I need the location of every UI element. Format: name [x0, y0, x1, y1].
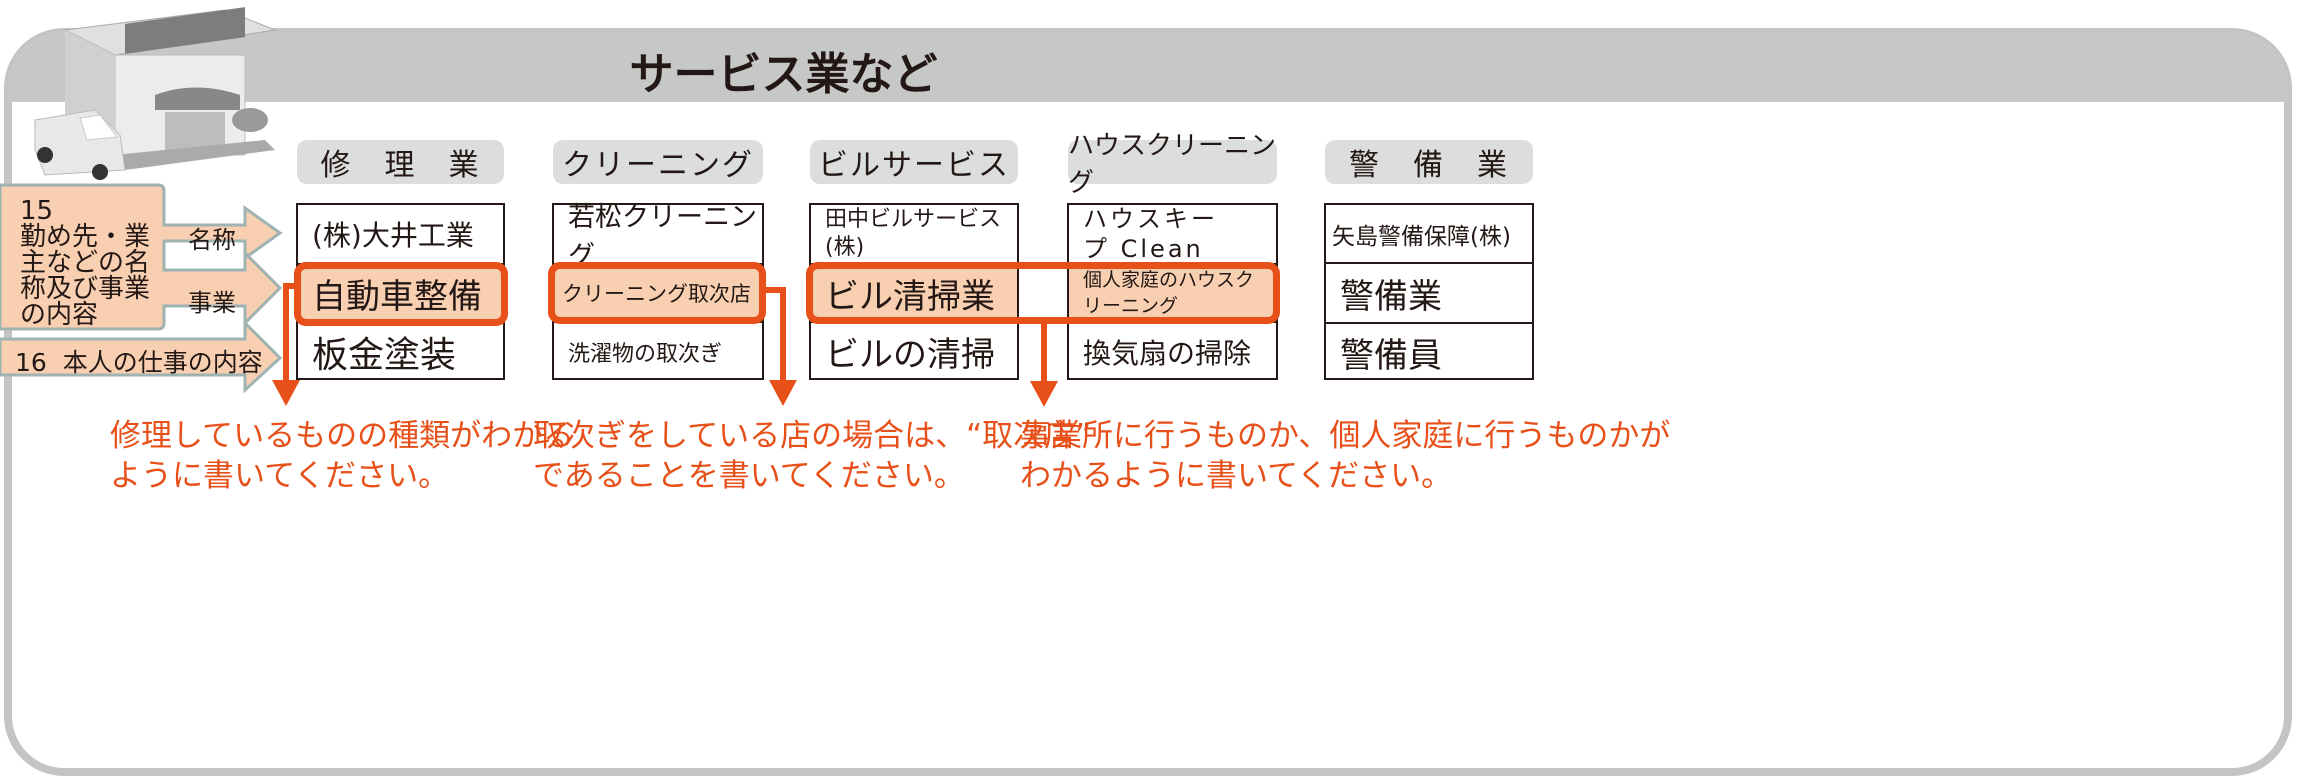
pointer-line	[283, 283, 289, 383]
down-arrow-icon	[1030, 381, 1058, 407]
column-header-security: 警 備 業	[1325, 140, 1533, 184]
company-name: ハウスキープ Clean	[1069, 205, 1276, 265]
example-box-building-service: 田中ビルサービス(株) ビル清掃業 ビルの清掃	[809, 203, 1019, 380]
note-line: ように書いてください。	[110, 458, 450, 494]
company-name: (株)大井工業	[298, 205, 503, 265]
note-house-cleaning: 事業所に行うものか、個人家庭に行うものかがわかるように書いてください。	[1020, 416, 1670, 496]
job-content: 板金塗装	[312, 334, 457, 376]
note-line: 取次ぎをしている店の場合は、“取次店”	[533, 418, 1092, 454]
note-cleaning: 取次ぎをしている店の場合は、“取次店” であることを書いてください。	[533, 416, 1091, 496]
column-header-repair: 修 理 業	[297, 140, 504, 184]
business-content: ビル清掃業	[811, 265, 1017, 323]
note-line: であることを書いてください。	[533, 458, 965, 494]
job-content: 換気扇の掃除	[1083, 336, 1252, 370]
pointer-line	[283, 283, 296, 289]
business-content: 警備業	[1326, 264, 1532, 324]
business-content: 自動車整備	[298, 265, 503, 323]
arrow-label-name: 名称	[188, 226, 236, 254]
note-repair: 修理しているものの種類がわかるように書いてください。	[110, 416, 574, 496]
company-name: 矢島警備保障(株)	[1326, 205, 1532, 264]
company-name: 田中ビルサービス(株)	[811, 205, 1017, 265]
column-header-building-service: ビルサービス	[810, 140, 1018, 184]
item15-label: 15 勤め先・業主などの名称及び事業の内容	[20, 198, 160, 328]
item15-text: 勤め先・業主などの名称及び事業の内容	[20, 222, 151, 330]
job-content: ビルの清掃	[825, 335, 995, 375]
company-name: 若松クリーニング	[554, 202, 762, 272]
note-line: 修理しているものの種類がわかる	[110, 418, 575, 454]
example-box-security: 矢島警備保障(株) 警備業 警備員	[1324, 203, 1534, 380]
column-header-house-cleaning: ハウスクリーニング	[1068, 131, 1277, 198]
example-box-cleaning: 若松クリーニング クリーニング取次店 洗濯物の取次ぎ	[552, 202, 764, 380]
page-title-text: サービス業など	[629, 49, 938, 100]
arrow-label-business: 事業	[188, 289, 236, 317]
job-content: 洗濯物の取次ぎ	[568, 341, 723, 367]
down-arrow-icon	[769, 380, 797, 406]
example-box-house-cleaning: ハウスキープ Clean 個人家庭のハウスクリーニング 換気扇の掃除	[1067, 203, 1278, 380]
column-header-cleaning: クリーニング	[553, 140, 763, 184]
business-content: クリーニング取次店	[554, 265, 762, 323]
example-box-repair: (株)大井工業 自動車整備 板金塗装	[296, 203, 505, 380]
note-line: わかるように書いてください。	[1020, 458, 1453, 494]
down-arrow-icon	[272, 380, 300, 406]
item15-number: 15	[20, 196, 54, 226]
pointer-line	[766, 287, 786, 293]
left-panel-arrows	[0, 183, 283, 393]
title-band	[8, 32, 2288, 102]
pointer-line	[1041, 324, 1047, 384]
pointer-line	[780, 287, 786, 383]
cleaning-shop-illustration	[34, 7, 277, 180]
business-content: 個人家庭のハウスクリーニング	[1069, 265, 1276, 323]
note-line: 事業所に行うものか、個人家庭に行うものかが	[1020, 418, 1671, 454]
item16-label: 16 本人の仕事の内容	[15, 348, 263, 377]
page-title: サービス業など	[0, 38, 2297, 102]
job-content: 警備員	[1340, 335, 1442, 376]
